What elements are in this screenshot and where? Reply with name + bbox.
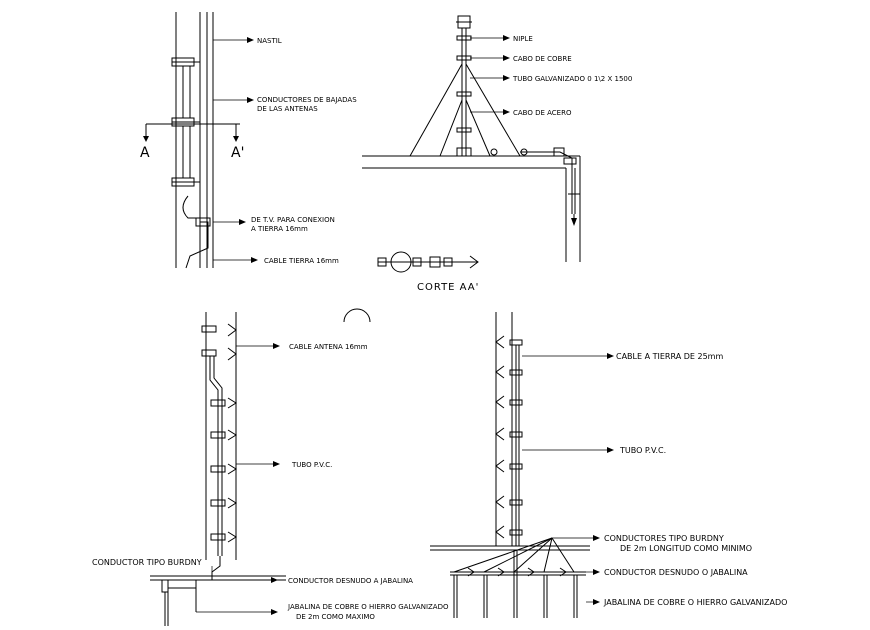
label-conductores-line1: CONDUCTORES DE BAJADAS — [257, 96, 357, 104]
label-section-a-prime: A' — [231, 145, 244, 161]
label-tv-line2: A TIERRA 16mm — [251, 225, 308, 233]
arc-symbol — [343, 308, 371, 323]
label-cable-tierra: CABLE TIERRA 16mm — [264, 257, 339, 265]
label-cabo-acero: CABO DE ACERO — [513, 109, 572, 117]
label-nastil: NASTIL — [257, 37, 282, 45]
leaders-top-right — [470, 35, 510, 115]
label-conductor-desnudo-right: CONDUCTOR DESNUDO O JABALINA — [604, 568, 748, 577]
label-section-a: A — [140, 145, 150, 161]
label-conductor-burdny: CONDUCTOR TIPO BURDNY — [92, 558, 202, 567]
label-tubo-galvanizado: TUBO GALVANIZADO 0 1\2 X 1500 — [512, 75, 632, 83]
leaders-top-left — [213, 37, 258, 263]
detail-mast — [143, 12, 240, 269]
section-aa-clamp — [377, 251, 479, 273]
label-tubo-pvc-left: TUBO P.V.C. — [291, 461, 332, 469]
detail-antenna-roof — [362, 15, 581, 262]
label-jabalina-line2-left: DE 2m COMO MAXIMO — [296, 613, 375, 621]
label-cable-tierra-25: CABLE A TIERRA DE 25mm — [616, 352, 723, 361]
label-jabalina-right: JABALINA DE COBRE O HIERRO GALVANIZADO — [603, 598, 787, 607]
label-conductores-burdny: CONDUCTORES TIPO BURDNY — [604, 534, 724, 543]
label-conductores-line2: DE LAS ANTENAS — [257, 105, 318, 113]
leaders-bottom-right — [522, 353, 614, 605]
label-cabo-cobre: CABO DE COBRE — [513, 55, 572, 63]
leaders-bottom-left — [196, 343, 280, 615]
label-corte-aa: CORTE AA' — [417, 282, 479, 293]
detail-wall-downconductor — [150, 312, 286, 626]
label-cable-antena: CABLE ANTENA 16mm — [289, 343, 368, 351]
label-tubo-pvc-right: TUBO P.V.C. — [619, 446, 666, 455]
label-niple: NIPLE — [513, 35, 533, 43]
label-tv-line1: DE T.V. PARA CONEXION — [251, 216, 335, 224]
label-jabalina-line1-left: JABALINA DE COBRE O HIERRO GALVANIZADO — [287, 603, 449, 611]
label-conductores-burdny-line2: DE 2m LONGITUD COMO MINIMO — [620, 544, 752, 553]
label-conductor-desnudo-left: CONDUCTOR DESNUDO A JABALINA — [288, 577, 413, 585]
detail-wall-ground-grid — [430, 312, 590, 618]
